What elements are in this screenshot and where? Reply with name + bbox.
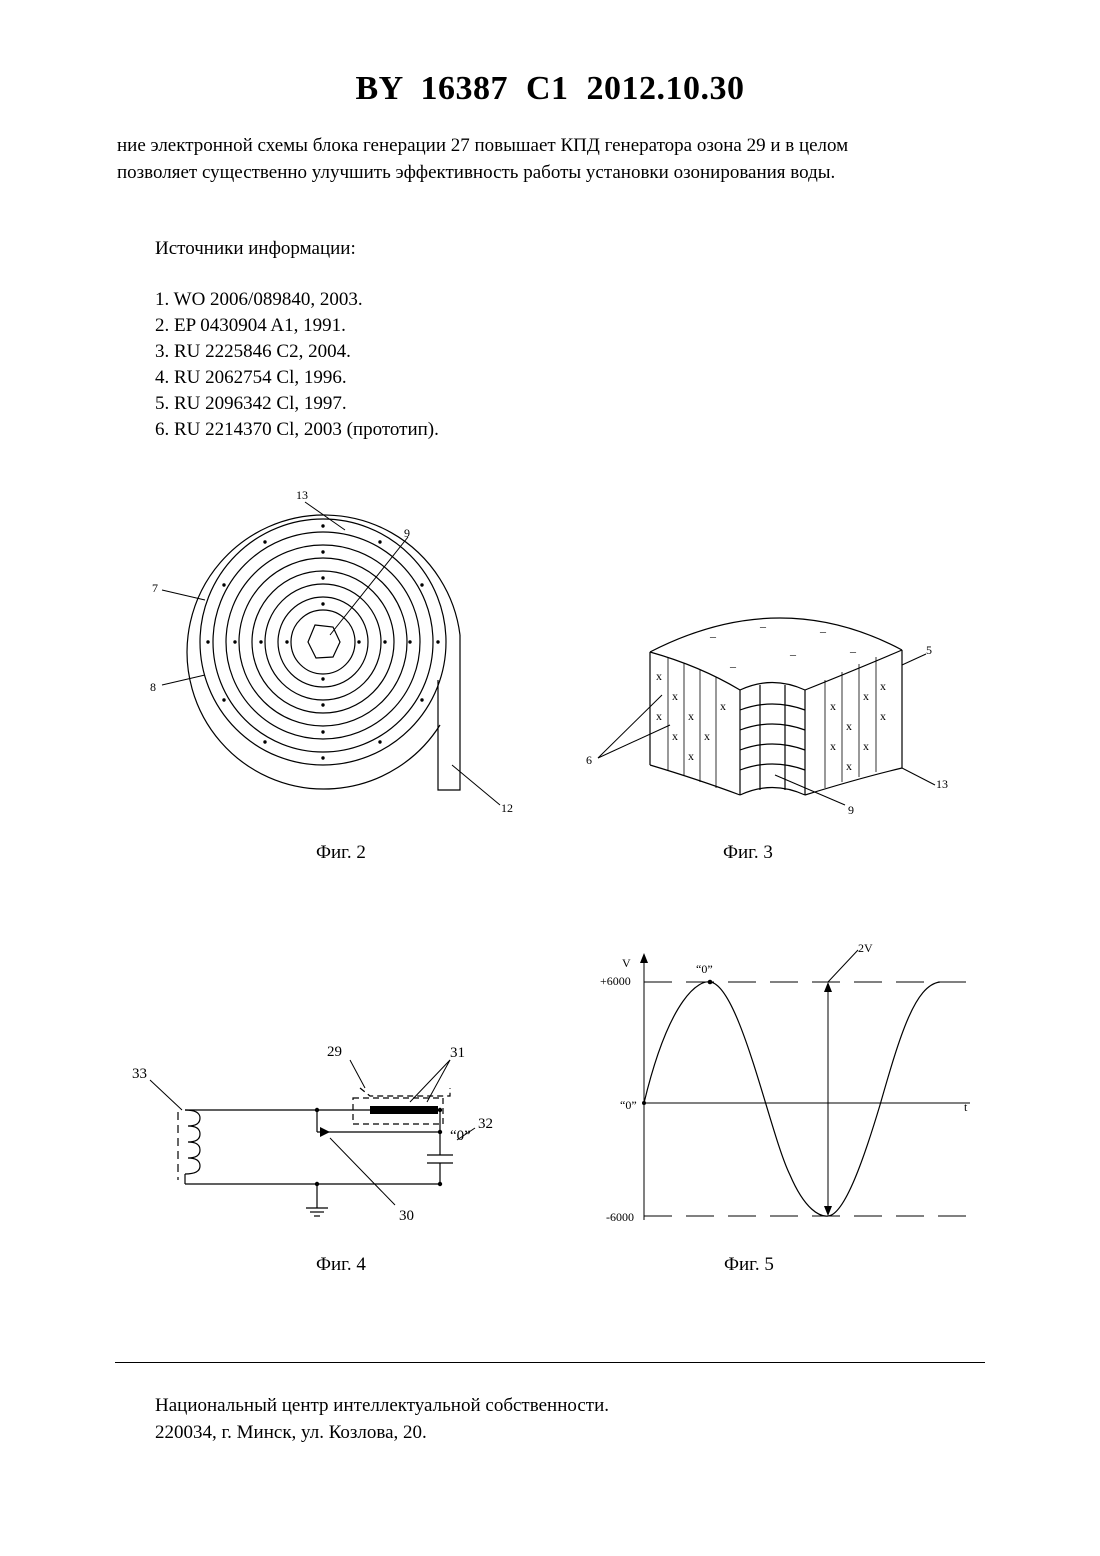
- label-30: 30: [399, 1208, 414, 1224]
- caption-fig-4: Фиг. 4: [316, 1254, 366, 1276]
- svg-text:–: –: [759, 619, 767, 633]
- label-7: 7: [152, 581, 158, 595]
- svg-text:x: x: [830, 739, 836, 753]
- label-zero: “0”: [450, 1128, 471, 1144]
- electrode-bar: [370, 1106, 438, 1114]
- footer-line-2: 220034, г. Минск, ул. Козлова, 20.: [155, 1419, 609, 1446]
- svg-text:x: x: [656, 709, 662, 723]
- svg-text:x: x: [672, 729, 678, 743]
- figure-4: 33 29 31 32 30 “0”: [120, 1040, 520, 1230]
- sources-heading: Источники информации:: [155, 235, 356, 262]
- svg-text:x: x: [830, 699, 836, 713]
- svg-text:x: x: [656, 669, 662, 683]
- caption-fig-5: Фиг. 5: [724, 1254, 774, 1276]
- svg-text:x: x: [720, 699, 726, 713]
- svg-text:x: x: [688, 709, 694, 723]
- figure-5: V +6000 -6000 “0” “0” t 2V: [590, 935, 990, 1235]
- patent-header: BY 16387 C1 2012.10.30: [0, 70, 1100, 108]
- sources-list: 1. WO 2006/089840, 2003. 2. EP 0430904 A…: [155, 287, 439, 443]
- source-item: 1. WO 2006/089840, 2003.: [155, 287, 439, 313]
- svg-text:x: x: [688, 749, 694, 763]
- svg-text:x: x: [846, 719, 852, 733]
- label-13: 13: [936, 777, 948, 791]
- source-item: 5. RU 2096342 Cl, 1997.: [155, 391, 439, 417]
- axis-label-t: t: [964, 1100, 968, 1114]
- footer-line-1: Национальный центр интеллектуальной собс…: [155, 1392, 609, 1419]
- svg-text:–: –: [789, 647, 797, 661]
- figure-5-drawing: V +6000 -6000 “0” “0” t 2V: [590, 935, 990, 1235]
- intro-line-2: позволяет существенно улучшить эффективн…: [117, 162, 835, 183]
- svg-text:–: –: [849, 644, 857, 658]
- axis-label-v: V: [622, 956, 631, 970]
- tick-plus-6000: +6000: [600, 974, 631, 988]
- source-item: 6. RU 2214370 Cl, 2003 (прототип).: [155, 417, 439, 443]
- peak-label-zero: “0”: [696, 962, 713, 976]
- svg-text:x: x: [863, 689, 869, 703]
- label-33: 33: [132, 1066, 147, 1082]
- figure-4-drawing: 33 29 31 32 30 “0”: [120, 1040, 520, 1230]
- caption-fig-2: Фиг. 2: [316, 842, 366, 864]
- svg-text:–: –: [709, 629, 717, 643]
- svg-text:x: x: [846, 759, 852, 773]
- intro-line-1: ние электронной схемы блока генерации 27…: [117, 135, 848, 156]
- label-5: 5: [926, 643, 932, 657]
- source-item: 3. RU 2225846 C2, 2004.: [155, 339, 439, 365]
- svg-text:x: x: [880, 709, 886, 723]
- svg-text:x: x: [880, 679, 886, 693]
- hex-core: [308, 625, 340, 658]
- label-12: 12: [501, 801, 513, 815]
- spiral-tail: [438, 635, 460, 790]
- tick-zero: “0”: [620, 1098, 637, 1112]
- tick-minus-6000: -6000: [606, 1210, 634, 1224]
- figure-3-drawing: xxxx xxxx xxxx xxxx ––– ––– 6 5 13 9: [580, 600, 960, 830]
- source-item: 2. EP 0430904 A1, 1991.: [155, 313, 439, 339]
- label-31: 31: [450, 1045, 465, 1061]
- figure-2-drawing: 13 9 7 8 12: [140, 480, 540, 830]
- label-9: 9: [404, 526, 410, 540]
- svg-text:x: x: [704, 729, 710, 743]
- svg-text:–: –: [729, 659, 737, 673]
- label-32: 32: [478, 1116, 493, 1132]
- svg-text:–: –: [819, 624, 827, 638]
- footer: Национальный центр интеллектуальной собс…: [155, 1392, 609, 1446]
- footer-divider: [115, 1362, 985, 1363]
- source-item: 4. RU 2062754 Cl, 1996.: [155, 365, 439, 391]
- svg-text:x: x: [863, 739, 869, 753]
- label-9: 9: [848, 803, 854, 817]
- figure-3: xxxx xxxx xxxx xxxx ––– ––– 6 5 13 9: [580, 600, 960, 830]
- label-6: 6: [586, 753, 592, 767]
- label-13: 13: [296, 488, 308, 502]
- label-2v: 2V: [858, 941, 873, 955]
- svg-text:x: x: [672, 689, 678, 703]
- figure-2: 13 9 7 8 12: [140, 480, 540, 830]
- caption-fig-3: Фиг. 3: [723, 842, 773, 864]
- label-29: 29: [327, 1044, 342, 1060]
- label-8: 8: [150, 680, 156, 694]
- intro-paragraph: ние электронной схемы блока генерации 27…: [117, 132, 987, 186]
